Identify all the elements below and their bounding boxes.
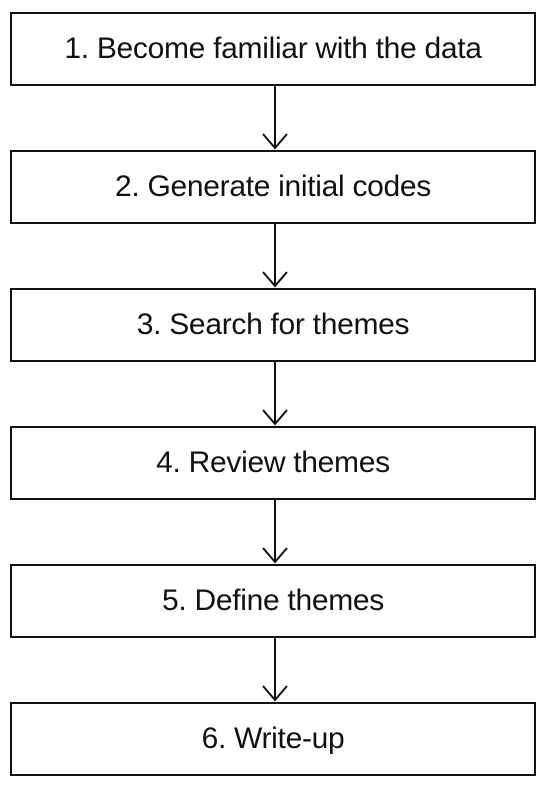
step-5-box: 5. Define themes <box>10 564 536 638</box>
step-2-label: 2. Generate initial codes <box>114 170 432 203</box>
step-3-label: 3. Search for themes <box>136 308 410 341</box>
step-4-label: 4. Review themes <box>156 446 390 479</box>
arrow-2-to-3 <box>262 224 288 288</box>
step-1-box: 1. Become familiar with the data <box>10 12 536 86</box>
step-3-box: 3. Search for themes <box>10 288 536 362</box>
step-2-box: 2. Generate initial codes <box>10 150 536 224</box>
step-1-label: 1. Become familiar with the data <box>64 32 482 65</box>
arrow-4-to-5 <box>262 500 288 564</box>
step-6-label: 6. Write-up <box>201 722 345 755</box>
arrow-3-to-4 <box>262 362 288 426</box>
arrow-5-to-6 <box>262 638 288 702</box>
step-4-box: 4. Review themes <box>10 426 536 500</box>
arrow-1-to-2 <box>262 86 288 150</box>
step-6-box: 6. Write-up <box>10 702 536 776</box>
step-5-label: 5. Define themes <box>162 584 384 617</box>
